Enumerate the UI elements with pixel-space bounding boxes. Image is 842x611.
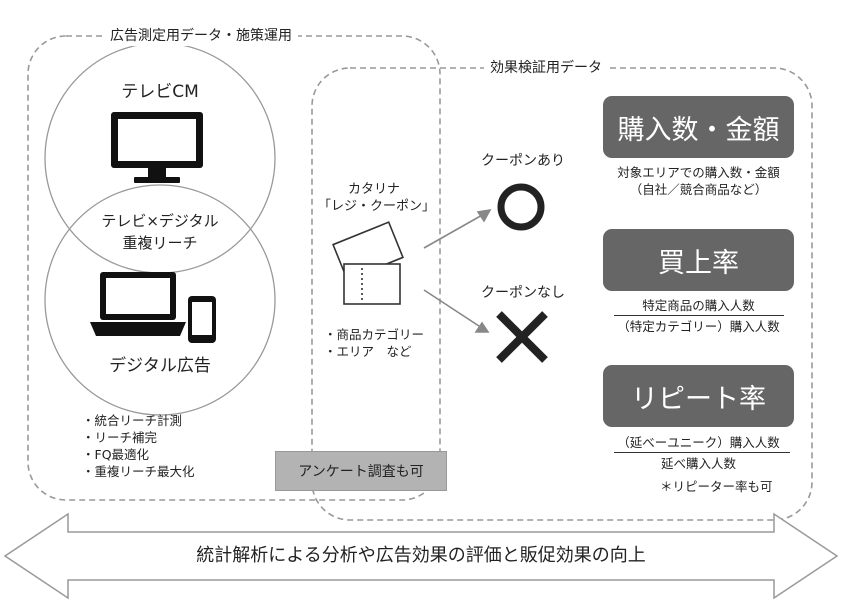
- purchase-metric-box: 購入数・金額: [603, 96, 794, 158]
- buy-rate-denominator: （特定カテゴリー）購入人数: [617, 319, 780, 334]
- catalina-label-line2: 「レジ・クーポン」: [318, 199, 436, 214]
- coupon-no-label: クーポンなし: [481, 285, 565, 301]
- buy-rate-metric-box: 買上率: [603, 229, 794, 291]
- survey-box: アンケート調査も可: [275, 451, 447, 491]
- repeat-rate-denominator: 延べ購入人数: [660, 456, 736, 471]
- repeat-rate-metric-box: リピート率: [603, 365, 794, 427]
- repeat-rate-note: ＊リピーター率も可: [660, 479, 773, 494]
- buy-rate-fraction-line: [614, 315, 784, 316]
- circle-mark-icon: [497, 183, 545, 231]
- left-bullet-list: ・統合リーチ計測 ・リーチ補完 ・FQ最適化 ・重複リーチ最大化: [82, 412, 195, 480]
- bullet-reach-complement: ・リーチ補完: [82, 430, 158, 445]
- smartphone-icon: [188, 296, 216, 343]
- bullet-product-category: ・商品カテゴリー: [324, 327, 425, 342]
- catalina-label-line1: カタリナ: [347, 182, 400, 197]
- cross-mark-icon: [496, 311, 548, 363]
- left-group-title: 広告測定用データ・施策運用: [104, 26, 298, 46]
- repeat-rate-fraction-line: [614, 452, 790, 453]
- buy-rate-numerator: 特定商品の購入人数: [642, 298, 755, 313]
- middle-bullet-list: ・商品カテゴリー ・エリア など: [324, 326, 424, 360]
- bullet-fq-optimization: ・FQ最適化: [82, 447, 150, 462]
- purchase-desc-line1: 対象エリアでの購入数・金額: [617, 165, 780, 180]
- bottom-arrow-text: 統計解析による分析や広告効果の評価と販促効果の向上: [196, 545, 646, 566]
- coupon-ticket-icon: [332, 221, 404, 305]
- bottom-double-arrow: [3, 512, 839, 600]
- right-group-title: 効果検証用データ: [484, 58, 608, 78]
- arrow-coupon-no: [423, 289, 490, 333]
- bullet-integrated-reach: ・統合リーチ計測: [82, 413, 183, 428]
- monitor-icon: [111, 112, 203, 183]
- left-group-border: [27, 35, 441, 501]
- tv-cm-label: テレビCM: [121, 82, 199, 102]
- overlap-label-line1: テレビ×デジタル: [101, 212, 219, 230]
- bullet-area: ・エリア など: [324, 344, 412, 359]
- bullet-overlap-maximize: ・重複リーチ最大化: [82, 464, 195, 479]
- overlap-label-line2: 重複リーチ: [122, 234, 198, 252]
- laptop-icon: [90, 272, 186, 336]
- digital-ad-label: デジタル広告: [109, 356, 211, 376]
- digital-circle: [44, 184, 276, 416]
- repeat-rate-numerator: （延べーユニーク）購入人数: [617, 435, 780, 450]
- arrow-coupon-yes: [423, 208, 492, 249]
- coupon-yes-label: クーポンあり: [481, 153, 565, 169]
- purchase-desc-line2: （自社／競合商品など）: [629, 182, 768, 197]
